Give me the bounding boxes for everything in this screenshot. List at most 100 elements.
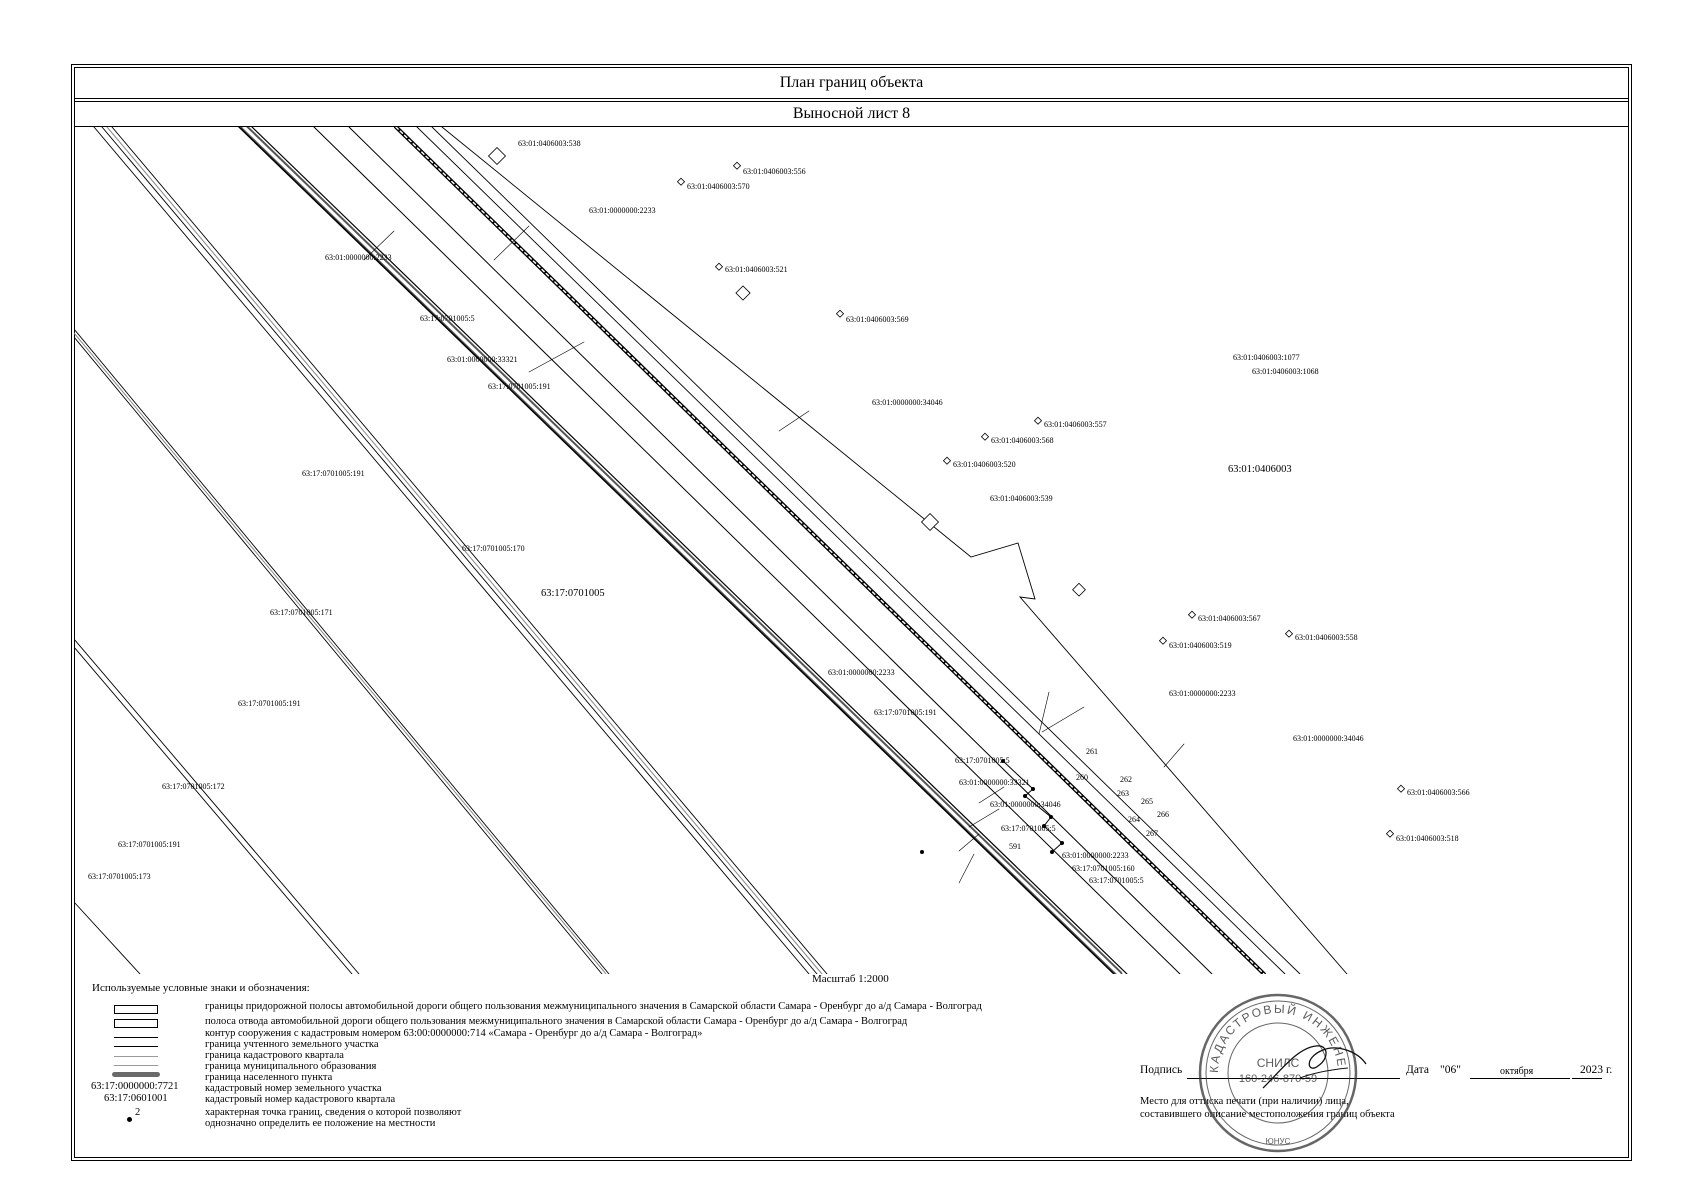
parcel-boundaries-left: [74, 127, 828, 974]
legend-item: граница кадастрового квартала: [205, 1050, 344, 1061]
right-of-way-boundary: [394, 127, 1266, 974]
sheet-outer-frame: [71, 64, 1632, 1161]
date-month: октября: [1500, 1066, 1534, 1077]
legend-item: граница учтенного земельного участка: [205, 1039, 379, 1050]
quarter-label-right: 63:01:0406003: [1228, 464, 1292, 475]
parcel-label: 63:01:0406003:520: [953, 460, 1016, 469]
legend-symbol-settlement-boundary: [112, 1072, 160, 1077]
legend-symbol-right-of-way: [114, 1019, 158, 1028]
parcel-label: 63:01:0000000:34046: [990, 800, 1061, 809]
parcel-label: 63:17:0701005:160: [1072, 864, 1135, 873]
parcel-markers: [487, 146, 1406, 838]
parcel-label: 63:01:0000000:2233: [828, 668, 895, 677]
parcel-label: 63:01:0000000:2233: [1062, 851, 1129, 860]
legend-symbol-roadside-strip: [114, 1005, 158, 1014]
engineer-seal: КАДАСТРОВЫЙ ИНЖЕНЕР СНИЛС 160-246-870-59…: [1188, 978, 1367, 1153]
sheet-inner-frame: [74, 67, 1629, 1158]
sheet-title: Выносной лист 8: [792, 105, 911, 122]
parcel-label: 63:01:0406003:538: [518, 139, 581, 148]
parcel-label: 63:01:0000000:2233: [1169, 689, 1236, 698]
legend-item: кадастровый номер земельного участка: [205, 1083, 382, 1094]
parcel-label: 63:17:0701005:170: [462, 544, 525, 553]
legend-item: полоса отвода автомобильной дороги общег…: [205, 1016, 908, 1027]
stamp-note-line-2: составившего описание местоположения гра…: [1140, 1109, 1395, 1120]
legend-sample-parcel-number: 63:17:0000000:7721: [91, 1081, 179, 1092]
parcel-label: 63:01:0406003:521: [725, 265, 788, 274]
page-title: План границ объекта: [779, 73, 924, 91]
point-label: 262: [1120, 775, 1132, 784]
parcel-label: 63:01:0406003:1068: [1252, 367, 1319, 376]
date-year-line: [1572, 1078, 1602, 1079]
boundary-points: [920, 759, 1064, 854]
parcel-label: 63:01:0000000:34046: [1293, 734, 1364, 743]
roadside-strip-boundary: [416, 127, 1348, 974]
legend-symbol-quarter-boundary: [114, 1056, 158, 1057]
point-label: 265: [1141, 797, 1153, 806]
parcel-label: 63:01:0406003:570: [687, 182, 750, 191]
road-structure-contour: [238, 127, 1128, 974]
seal-snils-number: 160-246-870-59: [1239, 1073, 1317, 1085]
parcel-label: 63:01:0000000:2233: [589, 206, 656, 215]
parcel-label: 63:17:0701005:172: [162, 782, 225, 791]
parcel-label: 63:17:0701005:5: [420, 314, 475, 323]
parcel-label: 63:17:0701005:171: [270, 608, 333, 617]
legend-item: граница населенного пункта: [205, 1072, 333, 1083]
point-label: 263: [1117, 789, 1129, 798]
parcel-label: 63:01:0406003:556: [743, 167, 806, 176]
legend-symbol-parcel-boundary: [114, 1046, 158, 1047]
legend-item: граница муниципального образования: [205, 1061, 377, 1072]
legend-item: характерная точка границ, сведения о кот…: [205, 1107, 462, 1118]
parcel-label: 63:01:0000000:34046: [872, 398, 943, 407]
leader-lines: [363, 225, 1185, 884]
legend-item: кадастровый номер кадастрового квартала: [205, 1094, 396, 1105]
road-lane-lines: [313, 127, 1213, 974]
sheet-title-row: Выносной лист 8: [74, 101, 1629, 127]
handwritten-signature: [1262, 1045, 1367, 1089]
seal-snils-label: СНИЛС: [1257, 1056, 1300, 1070]
parcel-label: 63:17:0701005:5: [1089, 876, 1144, 885]
point-dot-icon: [127, 1117, 132, 1122]
legend-item: контур сооружения с кадастровым номером …: [205, 1028, 703, 1039]
signature-label: Подпись: [1140, 1064, 1183, 1076]
legend-item: однозначно определить ее положение на ме…: [205, 1118, 436, 1129]
legend-sample-quarter-number: 63:17:0601001: [104, 1093, 168, 1104]
point-label: 264: [1128, 815, 1140, 824]
cadastral-map: 63:01:0406003 63:17:0701005 63:01:040600…: [74, 127, 1470, 974]
parcel-label: 63:01:0406003:567: [1198, 614, 1261, 623]
point-label: 260: [1076, 773, 1088, 782]
parcel-label: 63:17:0701005:191: [238, 699, 301, 708]
date-year-suffix: г.: [1606, 1064, 1613, 1076]
parcel-label: 63:01:0406003:1077: [1233, 353, 1300, 362]
legend-item: границы придорожной полосы автомобильной…: [205, 1001, 982, 1012]
parcel-label: 63:01:0406003:568: [991, 436, 1054, 445]
legend-sample-point: 2: [127, 1107, 140, 1122]
map-labels: 63:01:0406003 63:17:0701005 63:01:040600…: [88, 139, 1470, 885]
parcel-label: 63:01:0406003:558: [1295, 633, 1358, 642]
seal-bottom-text: ЮНУС: [1266, 1137, 1291, 1146]
parcel-label: 63:01:0406003:539: [990, 494, 1053, 503]
parcel-label: 63:01:0406003:518: [1396, 834, 1459, 843]
parcel-label: 63:17:0701005:191: [488, 382, 551, 391]
page-title-row: План границ объекта: [74, 67, 1629, 99]
parcel-label: 63:17:0701005:173: [88, 872, 151, 881]
parcel-label: 63:17:0701005:191: [874, 708, 937, 717]
parcel-label: 63:01:0000000:33321: [959, 778, 1030, 787]
legend-symbol-municipal-boundary: [114, 1065, 158, 1066]
stamp-note-line-1: Место для оттиска печати (при наличии) л…: [1140, 1096, 1349, 1107]
point-label: 267: [1146, 829, 1158, 838]
point-label: 591: [1009, 842, 1021, 851]
date-month-line: [1470, 1078, 1570, 1079]
parcel-label: 63:01:0406003:557: [1044, 420, 1107, 429]
parcel-label: 63:01:0406003:566: [1407, 788, 1470, 797]
point-label: 261: [1086, 747, 1098, 756]
date-day: "06": [1440, 1064, 1461, 1076]
parcel-label: 63:01:0000000:33321: [447, 355, 518, 364]
parcel-label: 63:17:0701005:5: [1001, 824, 1056, 833]
municipal-boundary: [74, 127, 823, 974]
date-year: 2023: [1580, 1064, 1603, 1076]
legend-title: Используемые условные знаки и обозначени…: [92, 982, 310, 994]
parcel-label: 63:17:0701005:5: [955, 756, 1010, 765]
date-label: Дата: [1406, 1064, 1429, 1076]
parcel-label: 63:17:0701005:191: [302, 469, 365, 478]
parcel-label: 63:01:0000000:2233: [325, 253, 392, 262]
